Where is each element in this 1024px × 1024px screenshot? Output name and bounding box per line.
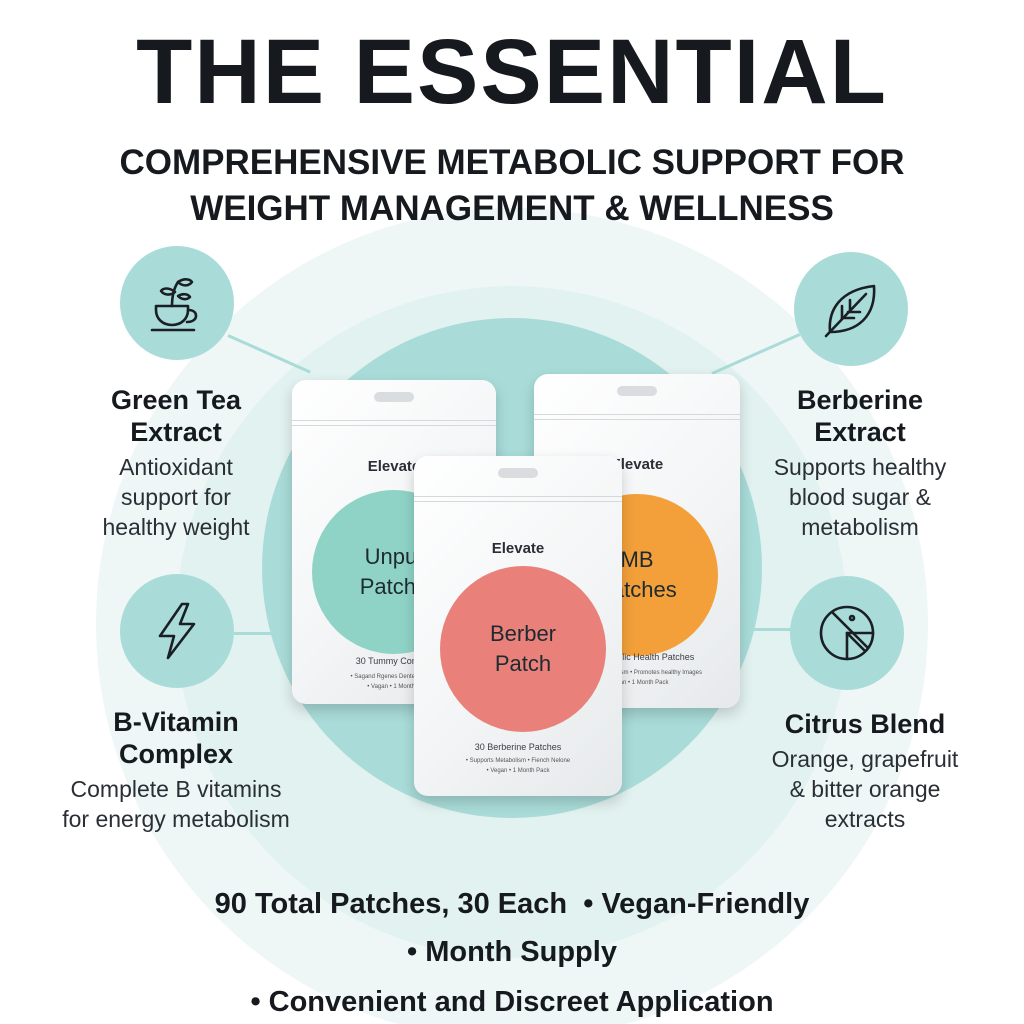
pouch-zipper — [534, 414, 740, 420]
pouch-brand: Elevate — [491, 540, 545, 557]
feature-name: Citrus Blend — [784, 709, 946, 739]
citrus-slice-icon — [819, 605, 875, 661]
footer-line-2: • Month Supply — [407, 936, 617, 968]
berberine-icon-circle — [794, 252, 908, 366]
pouch-count: 30 Metabolic Health Patches — [579, 652, 695, 662]
pouch-claims: • Sagand Rgenes Dentes • Supp• Vagan • 1… — [350, 674, 438, 690]
pouch-claims: • Supports Metabolism • Fiench Nelone• V… — [465, 758, 571, 774]
page-title: THE ESSENTIAL — [136, 21, 888, 123]
pouch-claims: • Healthy Metabolism • Promotes healthy … — [572, 670, 702, 686]
footer-line-3: • Convenient and Discreet Application — [250, 986, 774, 1018]
green-tea-icon-circle — [120, 246, 234, 360]
footer-line-1: 90 Total Patches, 30 Each • Vegan-Friend… — [214, 888, 810, 920]
pouch-hang-hole — [617, 386, 657, 396]
page-subtitle: COMPREHENSIVE METABOLIC SUPPORT FOR WEIG… — [0, 140, 1024, 232]
tea-cup-icon — [150, 278, 198, 332]
leaf-icon — [824, 284, 876, 338]
connector-citrus — [744, 628, 800, 631]
feature-citrus: Citrus Blend Orange, grapefruit& bitter … — [730, 708, 1000, 834]
pouch-brand: Elevate — [610, 456, 664, 473]
pouch-hang-hole — [374, 392, 414, 402]
pouch-brand: Elevate — [367, 458, 421, 475]
lightning-icon — [158, 602, 196, 660]
pouch-hang-hole — [498, 468, 538, 478]
b-vitamin-icon-circle — [120, 574, 234, 688]
pouch-zipper — [414, 496, 622, 502]
pouch-count: 30 Tummy Comfort — [355, 656, 433, 666]
subtitle-line-2: WEIGHT MANAGEMENT & WELLNESS — [190, 189, 834, 228]
citrus-icon-circle — [790, 576, 904, 690]
pouch-count: 30 Berberine Patches — [474, 742, 562, 752]
subtitle-line-1: COMPREHENSIVE METABOLIC SUPPORT FOR — [119, 143, 905, 182]
pouch-zipper — [292, 420, 496, 426]
connector-b-vitamin — [234, 632, 296, 635]
